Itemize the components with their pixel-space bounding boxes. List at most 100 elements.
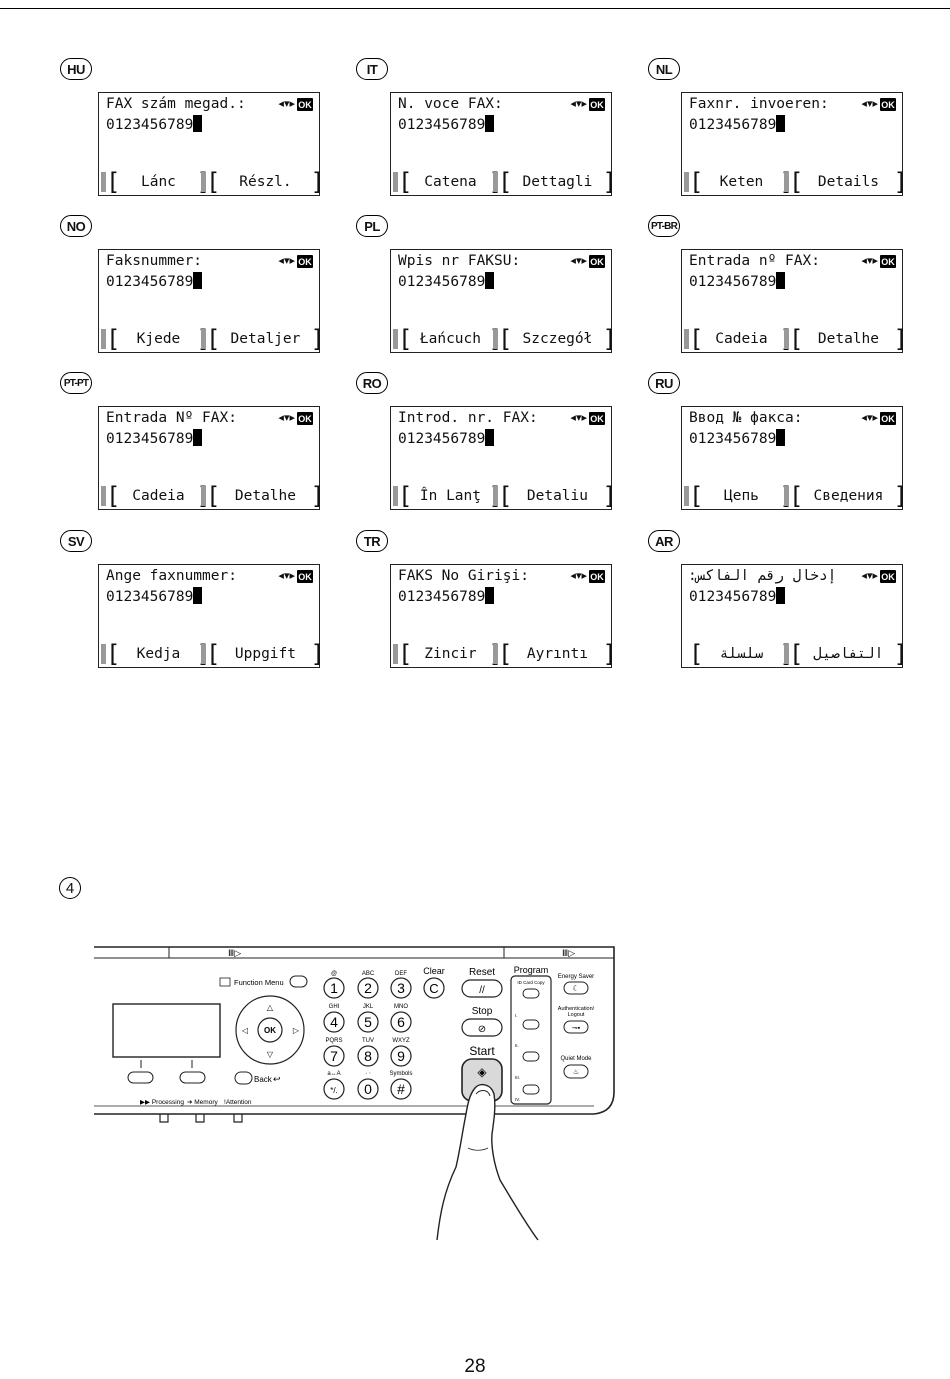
key-sub-label: ABC (362, 971, 375, 977)
softkey-left[interactable]: [سلسلة] (684, 642, 794, 666)
softkey-left[interactable]: [Цепь] (684, 484, 794, 508)
clear-label: Clear (423, 966, 445, 976)
key-digit: 8 (364, 1048, 372, 1064)
key-sub-label: · ‧ (365, 1071, 371, 1077)
key-3[interactable] (390, 977, 412, 999)
slot-indicator-right: Ⅲ▷ (562, 948, 575, 958)
program-slot-label: IV. (515, 1097, 520, 1102)
prompt-text: Introd. nr. FAX: (398, 410, 538, 426)
key-8[interactable] (357, 1045, 379, 1067)
lang-badge-sv: SV (60, 530, 92, 552)
fax-number-field[interactable]: 0123456789 (106, 272, 203, 290)
authentication-button[interactable] (563, 1020, 589, 1034)
nav-arrows-icon: ◂▾▸ (570, 570, 587, 582)
softkey-left[interactable]: [Catena] (393, 170, 503, 194)
reset-label: Reset (469, 967, 495, 978)
stop-button[interactable] (461, 1018, 503, 1037)
energy-saver-label: Energy Saver (558, 974, 594, 980)
auth-label-line2: Logout (568, 1012, 585, 1018)
key-4[interactable] (323, 1011, 345, 1033)
softkey-left[interactable]: [Cadeia] (101, 484, 211, 508)
softkey-right-label: Ayrıntı (526, 646, 588, 662)
key-9[interactable] (390, 1045, 412, 1067)
clear-button[interactable] (423, 977, 445, 999)
panel-softkey-right[interactable] (179, 1071, 206, 1084)
softkey-right[interactable]: [Details] (784, 170, 908, 194)
processing-icon: ▶▶ (140, 1099, 151, 1106)
fax-number-field[interactable]: 0123456789 (689, 587, 786, 605)
ok-button[interactable] (257, 1017, 283, 1043)
key-sub-label: a↔A (327, 1071, 340, 1077)
softkey-left[interactable]: [Kjede] (101, 327, 211, 351)
reset-button[interactable] (461, 979, 503, 998)
program-slot-label: III. (515, 1075, 520, 1080)
softkey-left-label: Keten (719, 174, 764, 190)
program-button-2[interactable] (522, 1051, 540, 1062)
key-sub-label: GHI (329, 1004, 340, 1010)
softkey-right[interactable]: [التفاصيل] (784, 642, 908, 666)
text-cursor (485, 587, 495, 604)
quiet-mode-button[interactable] (563, 1064, 589, 1079)
program-button-1[interactable] (522, 1019, 540, 1030)
back-button[interactable] (234, 1071, 253, 1085)
softkey-right[interactable]: [Detaljer] (201, 327, 325, 351)
prompt-text: N. voce FAX: (398, 96, 503, 112)
key-1[interactable] (323, 977, 345, 999)
softkey-right[interactable]: [Szczegół] (493, 327, 617, 351)
fax-number-field[interactable]: 0123456789 (106, 429, 203, 447)
ok-icon: OK (880, 412, 896, 425)
fax-number-field[interactable]: 0123456789 (106, 115, 203, 133)
softkey-right[interactable]: [Detaliu] (493, 484, 617, 508)
fax-number-field[interactable]: 0123456789 (689, 429, 786, 447)
softkey-left[interactable]: [Kedja] (101, 642, 211, 666)
fax-number-field[interactable]: 0123456789 (398, 115, 495, 133)
softkey-left-label: Cadeia (132, 488, 185, 504)
softkey-left[interactable]: [Zincir] (393, 642, 503, 666)
softkey-left[interactable]: [Łańcuch] (393, 327, 503, 351)
user-key-icon: ⊸▪ (572, 1025, 581, 1032)
softkey-left[interactable]: [Lánc] (101, 170, 211, 194)
key-5[interactable] (357, 1011, 379, 1033)
fax-number-field[interactable]: 0123456789 (106, 587, 203, 605)
ok-icon: OK (589, 570, 605, 583)
key-7[interactable] (323, 1045, 345, 1067)
softkey-left[interactable]: [În Lanţ] (393, 484, 503, 508)
stop-icon: ⊘ (478, 1024, 486, 1035)
softkey-right[interactable]: [Ayrıntı] (493, 642, 617, 666)
ok-icon: OK (589, 412, 605, 425)
energy-saver-button[interactable] (563, 981, 589, 995)
key-6[interactable] (390, 1011, 412, 1033)
softkey-left[interactable]: [Keten] (684, 170, 794, 194)
lang-badge-pt-pt: PT-PT (60, 372, 92, 394)
program-button-id-card[interactable] (522, 988, 540, 999)
lang-badge-tr: TR (356, 530, 388, 552)
text-cursor (776, 272, 786, 289)
function-menu-label: Function Menu (234, 978, 284, 987)
softkey-right[interactable]: [Detalhe] (784, 327, 908, 351)
softkey-right[interactable]: [Uppgift] (201, 642, 325, 666)
key-hash[interactable] (390, 1078, 412, 1100)
softkey-left[interactable]: [Cadeia] (684, 327, 794, 351)
fax-number-field[interactable]: 0123456789 (689, 115, 786, 133)
fax-number-field[interactable]: 0123456789 (398, 272, 495, 290)
softkey-right[interactable]: [Сведения] (784, 484, 908, 508)
softkey-right[interactable]: [Részl.] (201, 170, 325, 194)
softkey-right[interactable]: [Detalhe] (201, 484, 325, 508)
lang-badge-pl: PL (356, 215, 388, 237)
fax-number-field[interactable]: 0123456789 (398, 587, 495, 605)
nav-arrows-icon: ◂▾▸ (861, 412, 878, 424)
softkey-right[interactable]: [Dettagli] (493, 170, 617, 194)
step-number-badge: 4 (59, 877, 81, 899)
nav-pad[interactable] (235, 995, 305, 1065)
program-button-3[interactable] (522, 1084, 540, 1095)
fax-number-field[interactable]: 0123456789 (689, 272, 786, 290)
fax-number-field[interactable]: 0123456789 (398, 429, 495, 447)
softkey-left-label: Łańcuch (419, 331, 481, 347)
key-0[interactable] (357, 1078, 379, 1100)
key-2[interactable] (357, 977, 379, 999)
up-arrow-icon: △ (267, 1003, 274, 1012)
key-star[interactable] (323, 1078, 345, 1100)
panel-softkey-left[interactable] (127, 1071, 154, 1084)
function-menu-button[interactable] (289, 975, 308, 988)
right-arrow-icon: ▷ (293, 1026, 300, 1035)
